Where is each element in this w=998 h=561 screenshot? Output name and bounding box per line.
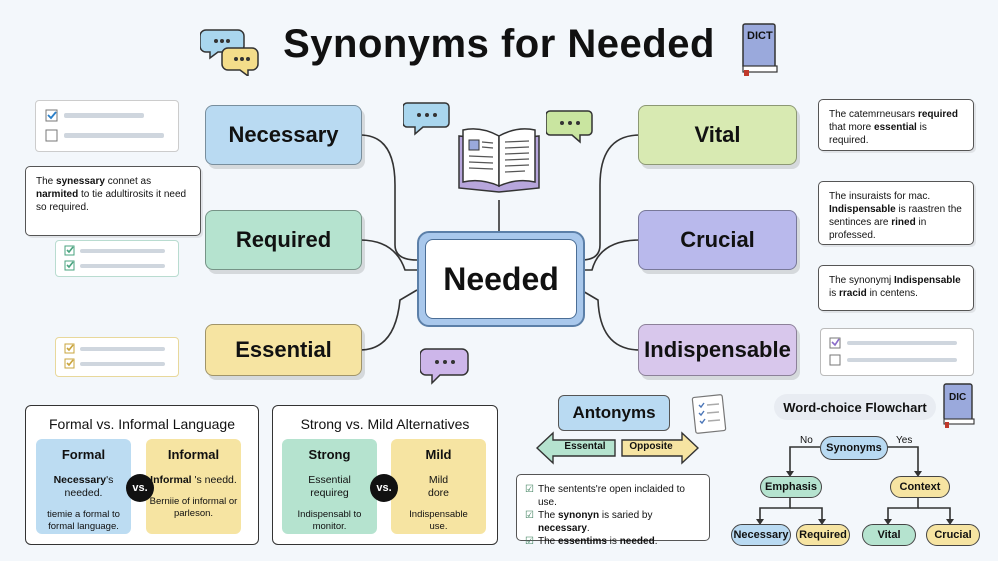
note-right-3: The synonymj Indispensable is rracid in …	[818, 265, 974, 311]
strong-heading: Strong	[308, 447, 351, 462]
antonym-arrows	[535, 431, 700, 465]
mild-column: Mild Mild dore Indispensable use.	[391, 439, 486, 534]
antonym-left-label: Essental	[564, 441, 606, 452]
formal-example: Necessary's needed.	[53, 474, 114, 499]
mild-description: Indispensable use.	[409, 509, 468, 532]
formal-informal-title: Formal vs. Informal Language	[49, 416, 235, 432]
informal-example: Informal 's needd.	[150, 474, 237, 486]
checklist-card	[35, 100, 179, 152]
open-book-icon	[458, 128, 540, 193]
checklist-card	[55, 337, 179, 377]
mild-example: Mild dore	[427, 474, 449, 499]
flowchart-yes-label: Yes	[896, 435, 913, 446]
synonym-node-necessary: Necessary	[205, 105, 362, 165]
flowchart-title: Word-choice Flowchart	[774, 394, 936, 420]
flowchart-no-label: No	[800, 435, 813, 446]
speech-bubble-icon	[546, 110, 593, 144]
dictionary-label: DICT	[747, 30, 773, 42]
synonym-node-vital: Vital	[638, 105, 797, 165]
flowchart-required: Required	[796, 524, 850, 546]
flowchart-root: Synonyms	[820, 436, 888, 460]
center-node-label: Needed	[425, 239, 577, 319]
chat-bubbles-icon	[200, 29, 259, 76]
checklist-card	[55, 240, 179, 277]
informal-heading: Informal	[167, 447, 220, 462]
synonym-node-required: Required	[205, 210, 362, 270]
antonyms-notes: ☑The sentents're open inclaided to use. …	[516, 474, 710, 547]
antonym-note-line: ☑The essentims is needed.	[525, 536, 658, 547]
strong-example: Essential requireg	[308, 474, 351, 499]
antonyms-title: Antonyms	[558, 395, 670, 431]
dictionary-label: DIC	[949, 392, 967, 403]
synonym-node-indispensable: Indispensable	[638, 324, 797, 376]
strong-mild-panel: Strong vs. Mild Alternatives Strong Esse…	[272, 405, 498, 545]
speech-bubble-icon	[420, 348, 469, 385]
center-node-needed: Needed	[417, 231, 585, 327]
synonym-node-crucial: Crucial	[638, 210, 797, 270]
formal-description: tiemie a formal to formal language.	[47, 509, 120, 532]
antonym-note-line: ☑The synonyn is saried by necessary.	[525, 510, 653, 534]
note-left: The synessary connet as narmited to tie …	[25, 166, 201, 236]
strong-description: Indispensabl to monitor.	[297, 509, 362, 532]
flowchart-crucial: Crucial	[926, 524, 980, 546]
dictionary-icon: DICT	[740, 22, 778, 76]
antonym-note-line: ☑The sentents're open inclaided to use.	[525, 484, 685, 508]
flowchart-vital: Vital	[862, 524, 916, 546]
checklist-card	[820, 328, 974, 376]
vs-badge: vs.	[126, 474, 154, 502]
formal-heading: Formal	[61, 447, 106, 462]
formal-informal-panel: Formal vs. Informal Language Formal Nece…	[25, 405, 259, 545]
vs-badge: vs.	[370, 474, 398, 502]
synonym-node-essential: Essential	[205, 324, 362, 376]
mild-heading: Mild	[425, 447, 452, 462]
strong-column: Strong Essential requireg Indispensabl t…	[282, 439, 377, 534]
informal-description: Berniie of informal or parleson.	[149, 496, 238, 519]
flowchart-context: Context	[890, 476, 950, 498]
note-right-2: The insuraists for mac. Indispensable is…	[818, 181, 974, 245]
dictionary-icon: DIC	[942, 382, 976, 428]
flowchart-emphasis: Emphasis	[760, 476, 822, 498]
speech-bubble-icon	[403, 102, 450, 136]
note-right-1: The catemrneusars required that more ess…	[818, 99, 974, 151]
notepad-icon	[691, 394, 727, 434]
antonym-right-label: Opposite	[629, 441, 673, 452]
strong-mild-title: Strong vs. Mild Alternatives	[300, 416, 470, 432]
flowchart-necessary: Necessary	[731, 524, 791, 546]
formal-column: Formal Necessary's needed. tiemie a form…	[36, 439, 131, 534]
page-title: Synonyms for Needed	[283, 22, 715, 66]
informal-column: Informal Informal 's needd. Berniie of i…	[146, 439, 241, 534]
